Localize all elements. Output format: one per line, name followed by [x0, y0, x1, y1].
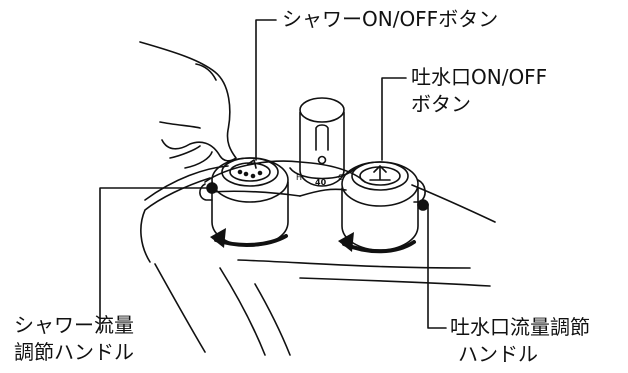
dial-mark-40: 40: [315, 178, 327, 187]
label-spout-handle: 吐水口流量調節 ハンドル: [450, 314, 590, 368]
dial-mark-hot: H: [296, 173, 302, 182]
label-spout-handle-line1: 吐水口流量調節: [450, 315, 590, 339]
label-shower-button: シャワーON/OFFボタン: [282, 7, 499, 31]
temperature-knob: [289, 97, 356, 187]
leader-spout-button: [381, 77, 407, 161]
leader-shower-button: [255, 19, 277, 161]
label-shower-handle-line1: シャワー流量: [14, 313, 134, 337]
shower-knob: [199, 157, 289, 247]
label-spout-handle-line2: ハンドル: [458, 342, 538, 366]
label-spout-button-line1: 吐水口ON/OFF: [411, 65, 548, 89]
spout-knob: [341, 161, 429, 251]
faucet-body: [140, 165, 496, 356]
label-spout-button-line2: ボタン: [411, 92, 471, 116]
leader-shower-handle: [99, 187, 207, 331]
label-shower-handle-line2: 調節ハンドル: [14, 340, 134, 364]
leader-spout-handle: [427, 203, 447, 329]
label-shower-handle: シャワー流量 調節ハンドル: [14, 312, 134, 366]
dial-mark-cold: C: [338, 173, 344, 182]
label-spout-button: 吐水口ON/OFF ボタン: [411, 64, 547, 118]
hand-illustration: [139, 41, 237, 169]
